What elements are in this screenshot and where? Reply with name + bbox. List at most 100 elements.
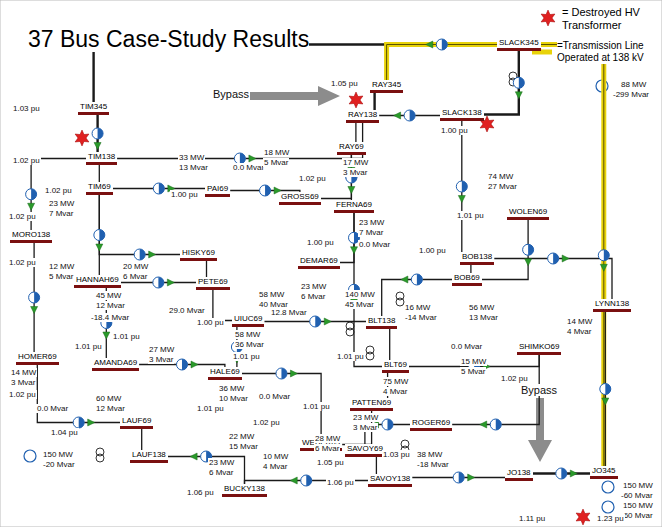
transmission-line <box>31 159 86 231</box>
bus-name: HANNAH69 <box>76 275 119 284</box>
flow-pie-fill <box>265 185 271 196</box>
generator-symbols <box>24 80 614 513</box>
value-label: 6 Mvar <box>314 444 340 453</box>
bus-bar: LYNN138 <box>593 299 631 312</box>
flow-arrow <box>515 92 522 99</box>
diagram-title: 37 Bus Case-Study Results <box>28 26 309 52</box>
value-label: Bypass <box>212 88 250 100</box>
flow-pie-fill <box>462 181 468 192</box>
flow-arrow <box>96 244 103 251</box>
destroyed-transformer-stars <box>75 10 590 525</box>
bus-name: BUCKY138 <box>224 484 265 493</box>
bus-bar: BLT69 <box>382 360 409 373</box>
transmission-line <box>206 261 207 277</box>
bus-name: PAI69 <box>207 184 228 193</box>
bus-bar: SLACK345 <box>497 38 541 51</box>
value-label: 5 Mvar <box>48 272 74 281</box>
flow-pie-fill <box>442 39 447 50</box>
flow-pie <box>153 183 164 194</box>
bus-bar: PAI69 <box>205 184 230 197</box>
flow-arrow <box>103 332 110 339</box>
bus-name: TIM69 <box>88 182 111 191</box>
flow-pie <box>490 419 501 430</box>
flow-pie-fill <box>519 77 525 88</box>
line-highlight <box>541 45 604 467</box>
bus-name: TIM345 <box>80 102 107 111</box>
flow-pie-fill <box>496 419 502 430</box>
bus-name: SLACK138 <box>442 108 482 117</box>
bus-bar: SAVOY138 <box>368 474 412 487</box>
legend-text: = Destroyed HV Transformer <box>562 6 654 32</box>
flow-arrow <box>190 453 197 460</box>
value-label: 7 Mvar <box>48 209 74 218</box>
bus-bar: SAVOY69 <box>345 444 385 457</box>
value-label: 0.0 Mvar <box>358 240 391 249</box>
value-label: 1.05 pu <box>316 458 345 467</box>
flow-arrow <box>290 477 297 484</box>
flow-pie-fill <box>281 368 287 379</box>
value-label: 0.0 Mvar <box>232 163 265 172</box>
value-label: 14 MW <box>10 368 37 377</box>
value-label: 0.0 Mvar <box>258 392 291 401</box>
value-label: 12 MW <box>48 262 75 271</box>
transmission-line <box>541 45 604 467</box>
value-label: 150 MW <box>622 501 654 510</box>
flow-pie-fill <box>31 189 37 200</box>
bus-name: MORO138 <box>12 230 50 239</box>
flow-pie <box>523 244 534 255</box>
flow-pie-fill <box>605 384 611 395</box>
flow-arrow <box>167 279 174 286</box>
value-label: 3 Mvar <box>352 423 378 432</box>
bus-name: FERNA69 <box>336 200 372 209</box>
bus-bar: SHIMKO69 <box>517 342 561 355</box>
value-label: 6 Mvar <box>122 272 148 281</box>
bypass-arrow <box>250 86 340 106</box>
transmission-line <box>389 329 390 360</box>
value-label: 5 Mvar <box>263 158 289 167</box>
value-label: 1.00 pu <box>440 126 469 135</box>
bus-bar: HOMER69 <box>16 352 59 365</box>
value-label: 0.0 Mvar <box>450 342 483 351</box>
value-label: 10 MW <box>262 452 289 461</box>
value-label: 13 Mvar <box>178 163 209 172</box>
value-label: 29.0 Mvar <box>168 306 206 315</box>
value-label: 58 MW <box>258 290 285 299</box>
value-label: 1.03 pu <box>12 104 41 113</box>
value-label: 1.02 pu <box>8 390 37 399</box>
bus-bar: TIM138 <box>86 152 117 165</box>
flow-arrow <box>394 112 401 119</box>
flow-pie-fill <box>79 417 85 428</box>
value-label: 6 Mvar <box>300 292 326 301</box>
bus-bar: RAY345 <box>370 80 403 93</box>
value-label: 1.02 pu <box>298 174 327 183</box>
value-label: 14 MW <box>566 317 593 326</box>
transmission-line <box>494 259 612 300</box>
value-label: 1.01 pu <box>196 404 225 413</box>
flow-pie-fill <box>387 419 393 430</box>
value-label: 3 Mvar <box>342 168 368 177</box>
bus-name: HALE69 <box>210 367 240 376</box>
bus-bar: JO345 <box>590 466 618 479</box>
flow-pie-fill <box>140 249 146 260</box>
flow-pie-fill <box>158 277 164 288</box>
value-label: 75 MW <box>382 377 409 386</box>
value-label: -18 Mvar <box>416 460 450 469</box>
bus-name: SAVOY69 <box>347 444 383 453</box>
bus-name: LAUF138 <box>132 450 166 459</box>
value-label: 45 Mvar <box>344 300 375 309</box>
value-label: 1.01 pu <box>302 402 331 411</box>
value-label: Bypass <box>520 384 558 396</box>
value-label: 17 MW <box>342 158 369 167</box>
bus-name: JO345 <box>592 466 616 475</box>
flow-pie <box>260 185 271 196</box>
bus-bar: HALE69 <box>208 367 242 380</box>
flow-arrow <box>426 41 433 48</box>
flow-arrow <box>249 155 256 162</box>
flow-arrow <box>570 470 577 477</box>
value-label: 23 MW <box>352 413 379 422</box>
bus-bar: HANNAH69 <box>74 275 121 288</box>
flow-arrow <box>88 419 95 426</box>
flow-pie <box>382 419 393 430</box>
bus-name: LAUF69 <box>122 416 151 425</box>
value-label: 1.02 pu <box>44 186 73 195</box>
